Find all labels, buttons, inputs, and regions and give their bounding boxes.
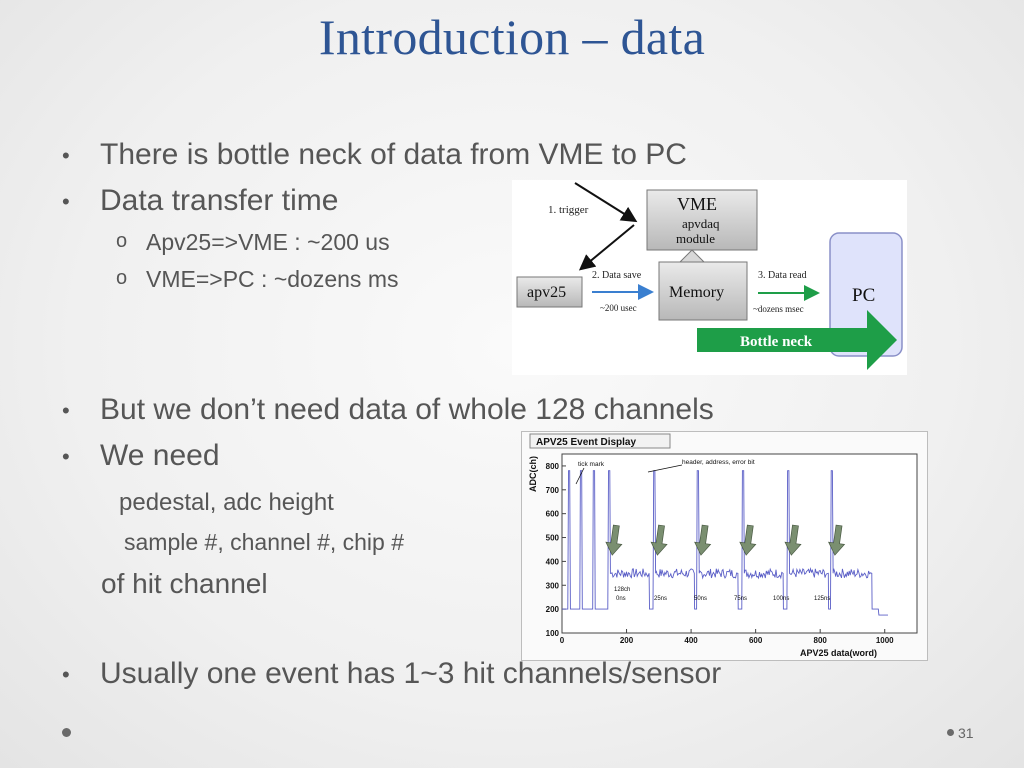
bullet-text: There is bottle neck of data from VME to… bbox=[100, 138, 687, 171]
apv25-box bbox=[516, 276, 583, 308]
hit-marker-arrow bbox=[605, 524, 623, 556]
bullet-usually: • Usually one event has 1~3 hit channels… bbox=[62, 657, 722, 691]
sub-bullet-apv25-vme: o Apv25=>VME : ~200 us bbox=[116, 229, 390, 256]
page-title: Introduction – data bbox=[318, 9, 706, 65]
bullet-whole-channels: • But we don’t need data of whole 128 ch… bbox=[62, 393, 714, 427]
trigger-arrow-out bbox=[578, 224, 635, 271]
vme-sub1: apvdaq bbox=[682, 216, 720, 231]
bullet-dot: • bbox=[62, 398, 70, 423]
y-tick-label: 500 bbox=[546, 534, 560, 543]
sub-bullet-text: VME=>PC : ~dozens ms bbox=[146, 266, 399, 292]
annotation-25ns: 25ns bbox=[654, 596, 667, 602]
read-time-label: ~dozens msec bbox=[753, 304, 804, 314]
bullet-dot: • bbox=[62, 143, 70, 168]
hit-marker-arrow bbox=[784, 524, 802, 556]
y-tick-label: 600 bbox=[546, 510, 560, 519]
pc-label: PC bbox=[852, 285, 875, 306]
need-line-hit-channel: of hit channel bbox=[101, 568, 268, 599]
plot-frame bbox=[561, 453, 918, 634]
save-time-label: ~200 usec bbox=[600, 303, 637, 313]
trigger-label: 1. trigger bbox=[548, 204, 589, 216]
data-flow-diagram: PC VME apvdaq module Memory apv25 1. tri… bbox=[512, 180, 907, 375]
hit-marker-arrow bbox=[694, 524, 712, 556]
y-tick-label: 800 bbox=[546, 462, 560, 471]
y-tick-label: 100 bbox=[546, 629, 560, 638]
x-tick-label: 400 bbox=[684, 636, 698, 645]
pc-box bbox=[829, 232, 903, 357]
sub-bullet-marker: o bbox=[116, 230, 128, 252]
y-tick-label: 700 bbox=[546, 486, 560, 495]
memory-pointer bbox=[678, 249, 706, 263]
bullet-transfer-time: • Data transfer time bbox=[62, 184, 339, 218]
hit-marker-arrow bbox=[739, 524, 757, 556]
sub-bullet-vme-pc: o VME=>PC : ~dozens ms bbox=[116, 266, 399, 293]
x-tick-label: 200 bbox=[620, 636, 634, 645]
x-tick-label: 800 bbox=[814, 636, 828, 645]
need-line-sample: sample #, channel #, chip # bbox=[124, 529, 405, 555]
y-tick-label: 200 bbox=[546, 605, 560, 614]
x-tick-label: 600 bbox=[749, 636, 763, 645]
bullet-text: Data transfer time bbox=[100, 184, 339, 217]
y-tick-label: 300 bbox=[546, 581, 560, 590]
bullet-text: Usually one event has 1~3 hit channels/s… bbox=[100, 657, 722, 690]
need-line-pedestal: pedestal, adc height bbox=[119, 489, 334, 516]
annotation-header: header, address, error bit bbox=[682, 459, 755, 466]
bullet-we-need: • We need bbox=[62, 439, 220, 473]
annotation-0ns: 0ns bbox=[616, 596, 626, 602]
x-axis-label: APV25 data(word) bbox=[800, 648, 877, 658]
bottleneck-label: Bottle neck bbox=[740, 334, 813, 350]
vme-box bbox=[646, 189, 758, 251]
memory-box bbox=[658, 261, 748, 321]
header-pointer bbox=[647, 464, 683, 473]
page-number: 31 bbox=[958, 725, 974, 741]
hit-marker-arrow bbox=[828, 524, 846, 556]
vme-title: VME bbox=[677, 194, 717, 214]
apv25-event-chart: APV25 Event Display ADC(ch) APV25 data(w… bbox=[521, 431, 928, 661]
apv25-label: apv25 bbox=[527, 284, 566, 301]
y-axis-label: ADC(ch) bbox=[528, 456, 538, 492]
vme-sub2: module bbox=[676, 231, 715, 246]
bullet-dot: • bbox=[62, 189, 70, 214]
x-tick-label: 0 bbox=[560, 636, 565, 645]
y-tick-label: 400 bbox=[546, 557, 560, 566]
bullet-dot: • bbox=[62, 662, 70, 687]
annotation-tick-mark: tick mark bbox=[578, 461, 605, 468]
bullet-dot: • bbox=[62, 444, 70, 469]
tick-mark-pointer bbox=[575, 467, 585, 485]
chart-title-box bbox=[529, 433, 671, 449]
sub-bullet-text: Apv25=>VME : ~200 us bbox=[146, 229, 390, 255]
annotation-125ns: 125ns bbox=[814, 596, 830, 602]
bullet-text: We need bbox=[100, 439, 220, 472]
bottleneck-arrow bbox=[697, 310, 897, 370]
annotation-128ch: 128ch bbox=[614, 587, 630, 593]
annotation-50ns: 50ns bbox=[694, 596, 707, 602]
trigger-arrow-in bbox=[574, 182, 638, 223]
footer-dot-left bbox=[62, 728, 71, 737]
x-tick-label: 1000 bbox=[876, 636, 894, 645]
chart-title: APV25 Event Display bbox=[536, 437, 636, 448]
annotation-100ns: 100ns bbox=[773, 596, 789, 602]
hit-marker-arrow bbox=[650, 524, 668, 556]
data-save-label: 2. Data save bbox=[592, 270, 642, 281]
adc-trace bbox=[562, 470, 888, 616]
bullet-bottleneck: • There is bottle neck of data from VME … bbox=[62, 138, 687, 172]
bullet-text: But we don’t need data of whole 128 chan… bbox=[100, 393, 714, 426]
annotation-75ns: 75ns bbox=[734, 596, 747, 602]
sub-bullet-marker: o bbox=[116, 267, 128, 289]
memory-label: Memory bbox=[669, 284, 724, 301]
data-read-label: 3. Data read bbox=[758, 270, 807, 281]
footer-dot-right bbox=[947, 729, 954, 736]
